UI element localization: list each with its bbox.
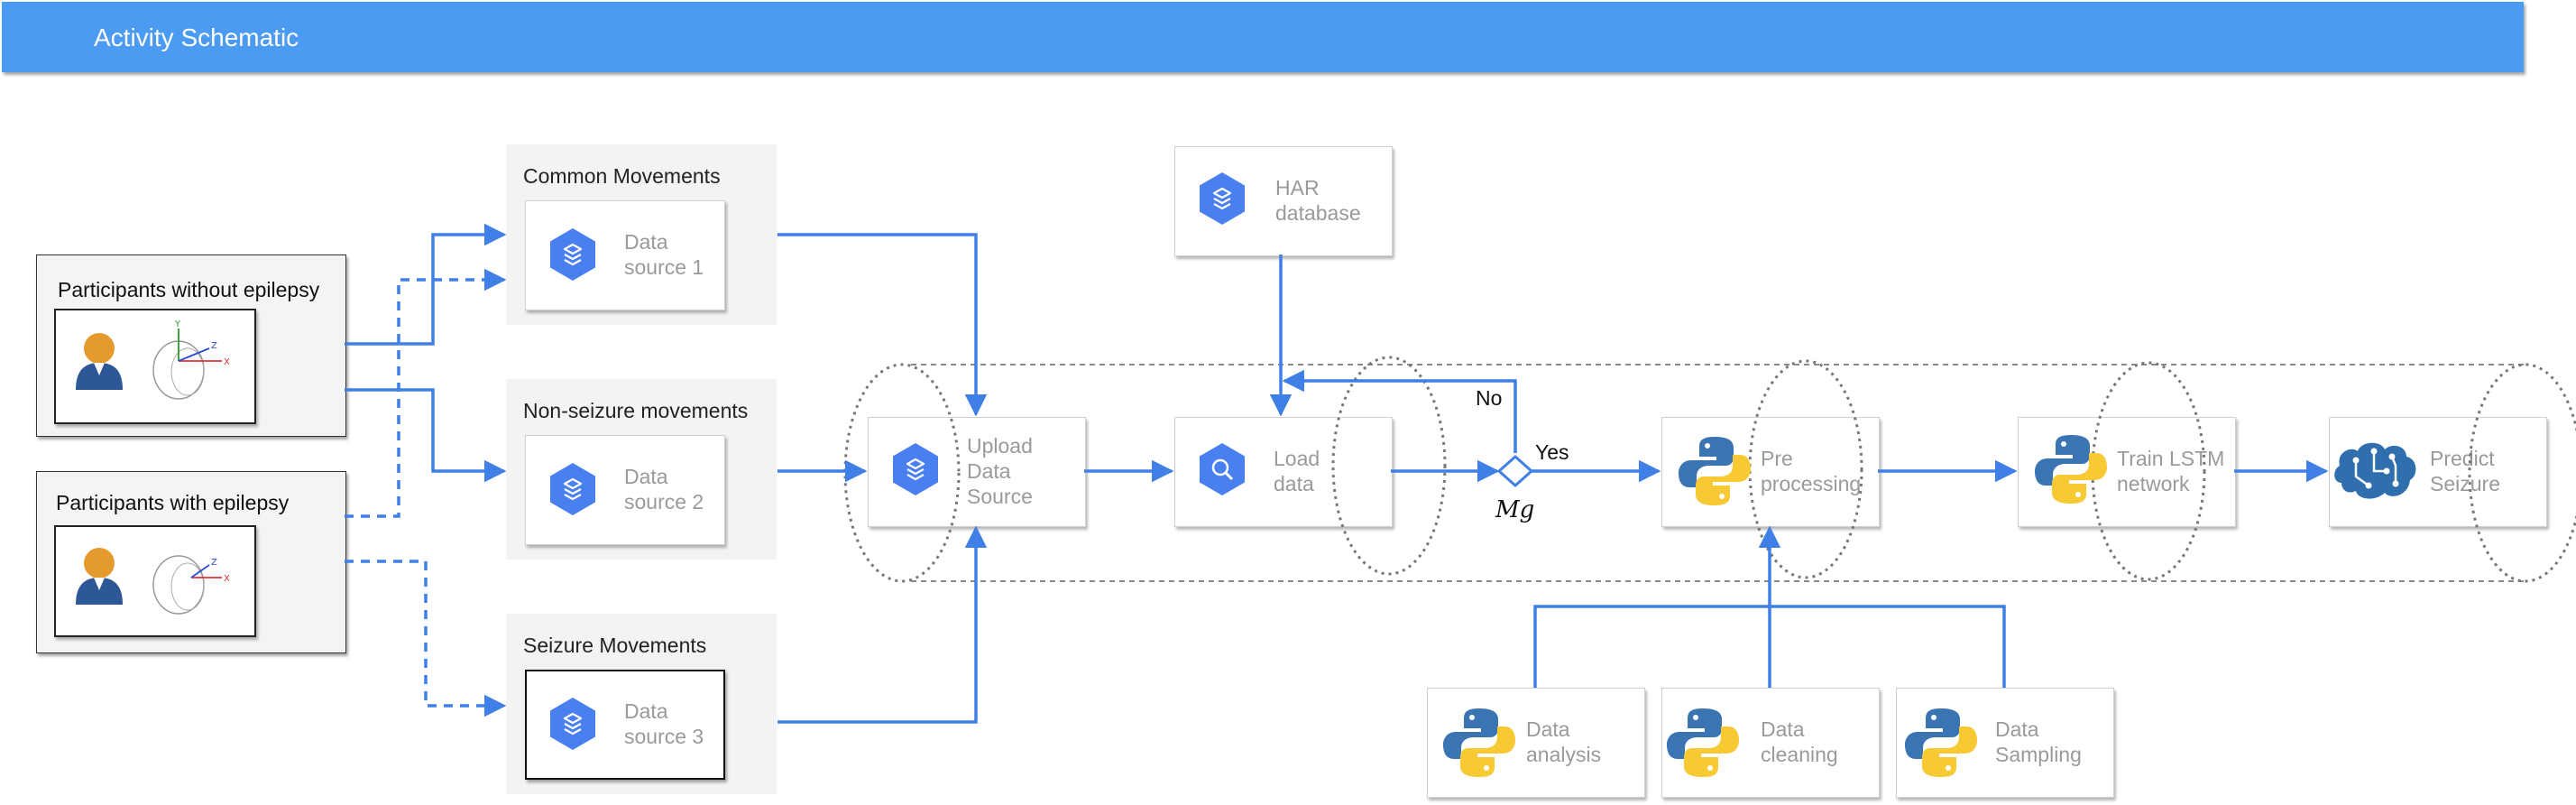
data-sampling-card[interactable] [1896, 688, 2114, 798]
preprocessing-label: Pre processing [1761, 447, 1862, 495]
upload-data-source-label: Upload Data Source [967, 434, 1033, 508]
predict-seizure-label: Predict Seizure [2430, 447, 2500, 495]
data-source-2-label: Data source 2 [624, 465, 704, 514]
data-analysis-card[interactable] [1427, 688, 1645, 798]
pipeline-cylinder [843, 356, 2576, 583]
decision-diamond [1496, 454, 1534, 488]
brain-circuit-icon [2334, 442, 2416, 499]
svg-text:Z: Z [211, 341, 217, 351]
svg-text:X: X [224, 357, 230, 367]
person-icon [76, 548, 123, 605]
axis-sketch-icon: Y X Z [146, 318, 233, 404]
axis-sketch-icon: X Z [152, 555, 230, 615]
load-data-label: Load data [1274, 447, 1320, 495]
data-analysis-python-icon [1443, 708, 1515, 777]
preprocessing-python-icon [1679, 437, 1751, 505]
preprocessing-card[interactable] [1661, 417, 1880, 527]
group-nonseizure-title: Non-seizure movements [523, 399, 749, 422]
data-cleaning-python-icon [1667, 708, 1739, 777]
data-source-2-icon [548, 461, 597, 517]
banner-title: Activity Schematic [94, 23, 299, 51]
har-database-icon [1198, 171, 1247, 227]
data-source-1-label: Data source 1 [624, 230, 704, 279]
load-data-search-hex-icon [1200, 443, 1245, 495]
flow-arrows [345, 223, 2329, 724]
data-source-3-icon [548, 696, 597, 752]
participants-without-epilepsy-title: Participants without epilepsy [58, 278, 320, 301]
svg-text:Z: Z [211, 558, 217, 568]
decision-yes-label: Yes [1535, 440, 1569, 464]
upload-data-source-icon [891, 441, 940, 497]
person-icon [76, 333, 123, 390]
data-cleaning-card[interactable] [1661, 688, 1880, 798]
data-sampling-python-icon [1905, 708, 1977, 777]
decision-mg-label: Mg [1495, 496, 1535, 523]
har-database-label: HAR database [1275, 176, 1361, 225]
train-lstm-python-icon [2035, 435, 2107, 504]
data-sampling-label: Data Sampling [1995, 717, 2082, 766]
group-seizure-title: Seizure Movements [523, 634, 707, 657]
svg-text:Y: Y [174, 319, 181, 329]
data-source-1-icon [548, 227, 597, 282]
decision-no-label: No [1476, 386, 1503, 410]
data-source-3-label: Data source 3 [624, 699, 704, 748]
title-banner: Activity Schematic [2, 2, 2524, 72]
data-cleaning-label: Data cleaning [1761, 717, 1838, 766]
data-analysis-label: Data analysis [1526, 717, 1602, 766]
group-common-title: Common Movements [523, 164, 721, 188]
train-lstm-label: Train LSTM network [2117, 447, 2225, 495]
participants-with-epilepsy-title: Participants with epilepsy [56, 491, 290, 514]
svg-text:X: X [224, 574, 230, 584]
